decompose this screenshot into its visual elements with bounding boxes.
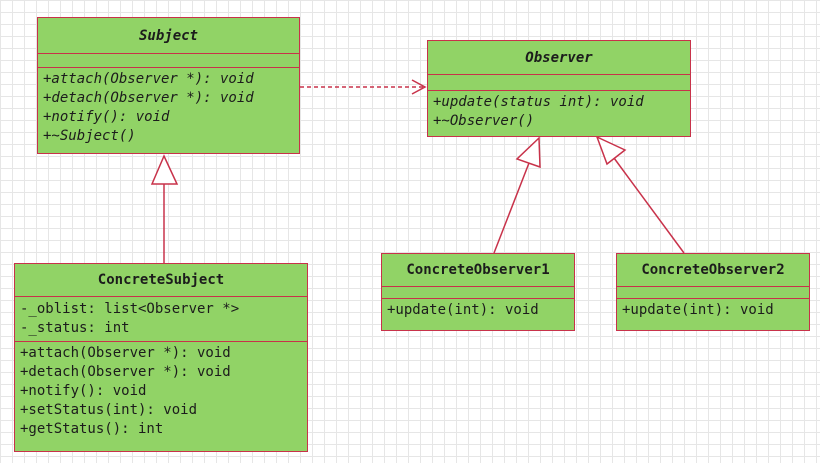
attributes-section-concrete-observer2	[617, 286, 809, 298]
class-name-concrete-subject: ConcreteSubject	[97, 272, 225, 288]
dependency-arrowhead	[411, 79, 427, 95]
class-name-observer: Observer	[525, 49, 593, 66]
method-row: +notify(): void	[43, 109, 170, 125]
generalization-line-observer1	[493, 162, 530, 254]
method-row: +~Observer()	[433, 113, 535, 129]
generalization-arrowhead-subject	[150, 154, 179, 185]
method-row: +detach(Observer *): void	[20, 364, 231, 380]
generalization-arrowhead-observer1	[515, 136, 541, 169]
method-row: +attach(Observer *): void	[20, 345, 231, 361]
method-row: +detach(Observer *): void	[43, 90, 254, 106]
methods-section-concrete-observer2: +update(int): void	[617, 298, 809, 322]
generalization-line-observer2	[613, 157, 685, 254]
class-name-concrete-observer1: ConcreteObserver1	[406, 262, 550, 278]
attribute-row: -_oblist: list<Observer *>	[20, 301, 240, 317]
class-concrete-observer2[interactable]: ConcreteObserver2 +update(int): void	[616, 253, 810, 331]
methods-section-concrete-subject: +attach(Observer *): void +detach(Observ…	[15, 341, 307, 441]
attribute-row: -_status: int	[20, 320, 130, 336]
method-row: +getStatus(): int	[20, 421, 164, 437]
methods-section-concrete-observer1: +update(int): void	[382, 298, 574, 322]
class-name-concrete-observer2: ConcreteObserver2	[641, 262, 785, 278]
method-row: +notify(): void	[20, 383, 147, 399]
methods-section-observer: +update(status int): void +~Observer()	[428, 90, 690, 133]
method-row: +update(int): void	[387, 302, 539, 318]
method-row: +update(status int): void	[433, 94, 644, 110]
attributes-section-concrete-subject: -_oblist: list<Observer *> -_status: int	[15, 296, 307, 341]
attributes-section-subject	[38, 53, 299, 67]
attributes-section-concrete-observer1	[382, 286, 574, 298]
method-row: +setStatus(int): void	[20, 402, 198, 418]
class-name-subject: Subject	[138, 27, 198, 44]
method-row: +update(int): void	[622, 302, 774, 318]
class-subject[interactable]: Subject +attach(Observer *): void +detac…	[37, 17, 300, 154]
method-row: +attach(Observer *): void	[43, 71, 254, 87]
class-concrete-subject[interactable]: ConcreteSubject -_oblist: list<Observer …	[14, 263, 308, 452]
class-observer[interactable]: Observer +update(status int): void +~Obs…	[427, 40, 691, 137]
method-row: +~Subject()	[43, 128, 136, 144]
class-concrete-observer1[interactable]: ConcreteObserver1 +update(int): void	[381, 253, 575, 331]
attributes-section-observer	[428, 74, 690, 90]
methods-section-subject: +attach(Observer *): void +detach(Observ…	[38, 67, 299, 148]
generalization-arrowhead-observer2	[595, 135, 627, 166]
